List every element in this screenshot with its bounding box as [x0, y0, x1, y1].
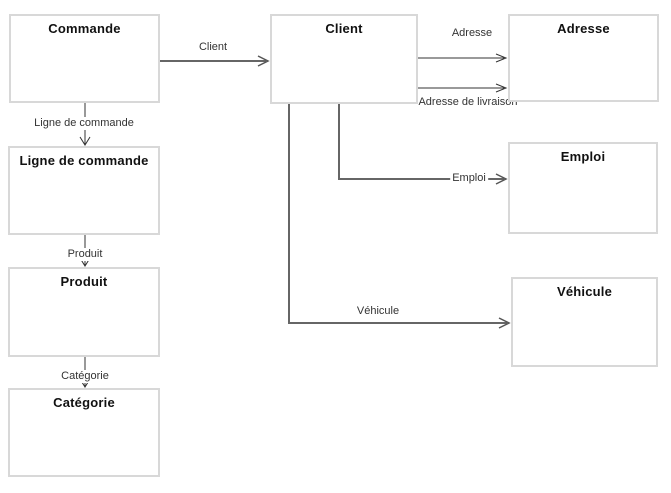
- node-adresse-title: Adresse: [557, 21, 610, 36]
- node-ligne-de-commande-title: Ligne de commande: [19, 153, 149, 168]
- edge-client-adresse-arrowhead: [495, 53, 508, 63]
- edge-label-adresse-de-livraison: Adresse de livraison: [416, 96, 520, 109]
- edge-label-emploi: Emploi: [450, 172, 488, 185]
- node-categorie[interactable]: Catégorie: [8, 388, 160, 477]
- node-produit-title: Produit: [60, 274, 108, 289]
- node-commande-title: Commande: [48, 21, 121, 36]
- edge-client-emploi-arrowhead: [495, 173, 508, 185]
- edge-label-ligne-de-commande: Ligne de commande: [32, 117, 136, 130]
- node-categorie-title: Catégorie: [53, 395, 115, 410]
- node-vehicule[interactable]: Véhicule: [511, 277, 658, 367]
- edge-client-emploi-line: [338, 104, 504, 180]
- edge-client-vehicule-arrowhead: [498, 317, 511, 329]
- edge-label-adresse: Adresse: [449, 27, 495, 40]
- edge-label-categorie: Catégorie: [59, 370, 111, 383]
- node-emploi-title: Emploi: [560, 149, 606, 164]
- edge-client-adresse-livraison-arrowhead: [495, 83, 508, 93]
- node-vehicule-title: Véhicule: [556, 284, 613, 299]
- edge-commande-ligne-arrowhead: [79, 136, 91, 146]
- node-emploi[interactable]: Emploi: [508, 142, 658, 234]
- node-commande[interactable]: Commande: [9, 14, 160, 103]
- node-ligne-de-commande[interactable]: Ligne de commande: [8, 146, 160, 235]
- node-adresse[interactable]: Adresse: [508, 14, 659, 102]
- edge-label-client: Client: [196, 41, 230, 54]
- edge-client-vehicule-line: [288, 104, 507, 324]
- edge-commande-client-arrowhead: [257, 55, 270, 67]
- node-client[interactable]: Client: [270, 14, 418, 104]
- node-client-title: Client: [325, 21, 363, 36]
- edge-label-produit: Produit: [65, 248, 105, 261]
- node-produit[interactable]: Produit: [8, 267, 160, 357]
- edge-label-vehicule: Véhicule: [354, 305, 402, 318]
